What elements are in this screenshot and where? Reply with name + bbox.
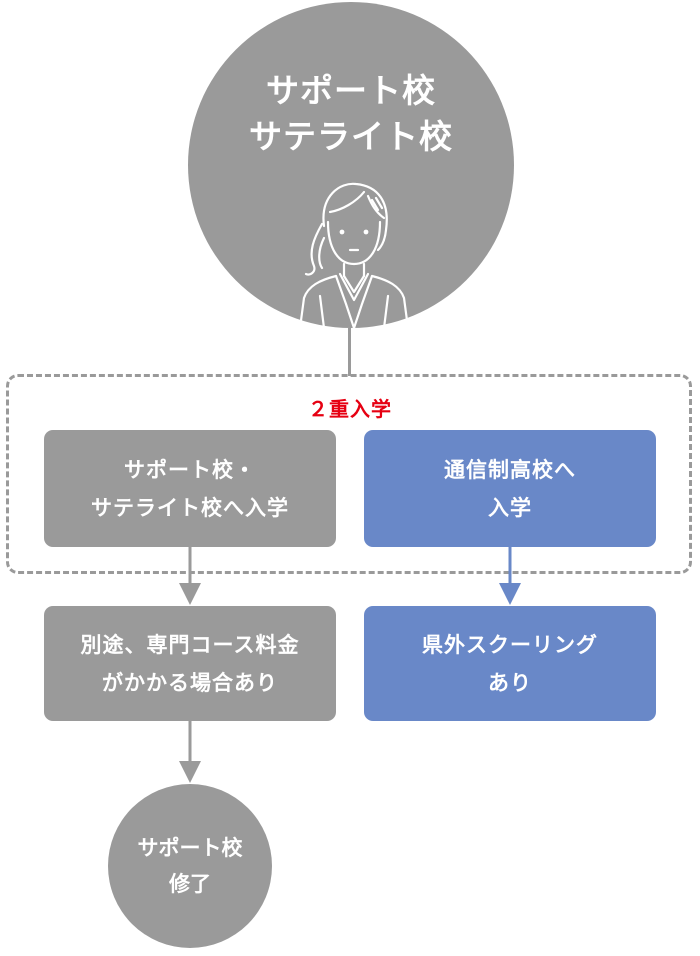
completion-line2: 修了 [169,872,211,896]
extra-fee-line2: がかかる場合あり [102,670,278,695]
schooling-line1: 県外スクーリング [422,632,598,657]
arrow-down-blue [499,547,521,605]
support-school-completion-circle: サポート校 修了 [108,784,272,948]
out-of-prefecture-schooling-box: 県外スクーリング あり [364,606,656,721]
support-school-circle: サポート校 サテライト校 [188,2,514,328]
extra-fee-line1: 別途、専門コース料金 [80,632,300,657]
correspondence-enroll-line1: 通信制高校へ [444,457,576,482]
support-school-enroll-box: サポート校・ サテライト校へ入学 [44,430,336,547]
support-school-title-line1: サポート校 [266,71,436,110]
double-enrollment-group [6,374,692,574]
correspondence-enroll-line2: 入学 [488,495,532,520]
arrow-down-gray-2 [179,721,201,783]
schooling-line2: あり [488,670,532,695]
connector-line [348,328,351,376]
support-school-title-line2: サテライト校 [249,117,453,156]
correspondence-school-enroll-box: 通信制高校へ 入学 [364,430,656,547]
arrow-down-gray-1 [179,547,201,605]
support-school-enroll-line1: サポート校・ [124,457,256,482]
completion-line1: サポート校 [137,836,243,860]
double-enrollment-label: ２重入学 [308,397,392,421]
support-school-title: サポート校 サテライト校 [188,68,514,160]
extra-course-fee-box: 別途、専門コース料金 がかかる場合あり [44,606,336,721]
support-school-enroll-line2: サテライト校へ入学 [91,495,289,520]
woman-staff-icon [298,182,410,328]
